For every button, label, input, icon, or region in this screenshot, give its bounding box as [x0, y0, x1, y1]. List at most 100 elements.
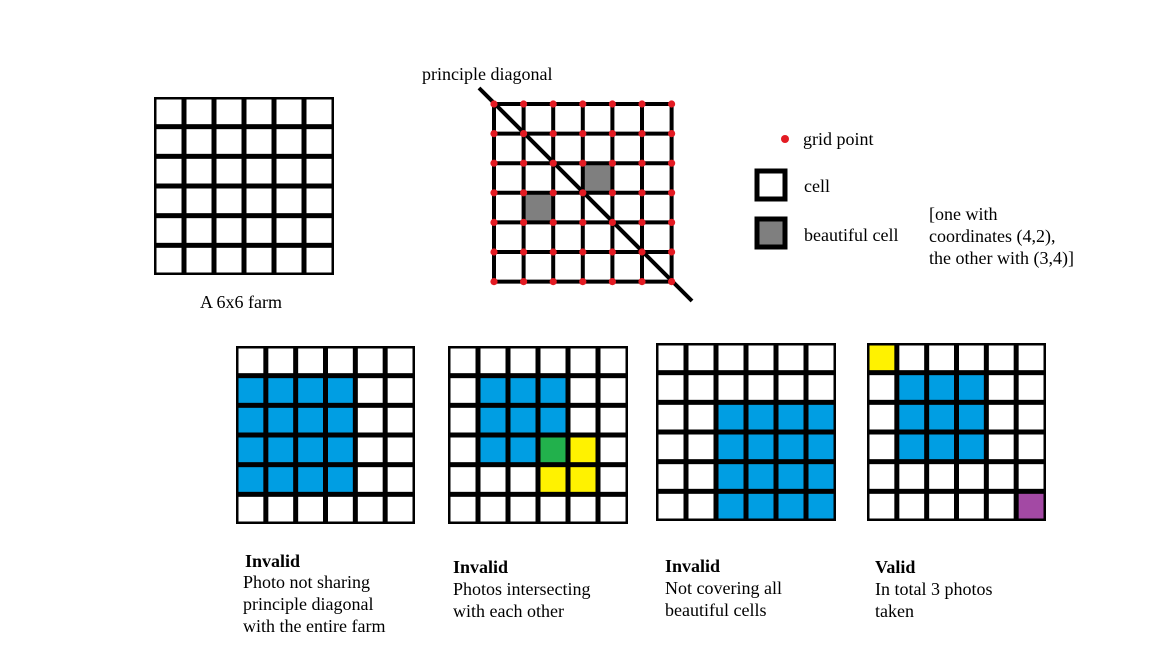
example-3-grid — [656, 343, 836, 521]
example-3-cell — [748, 375, 774, 400]
grid-point — [549, 189, 557, 197]
farm-cell — [216, 99, 242, 125]
legend-grid-point-label: grid point — [803, 129, 874, 149]
grid-point — [608, 189, 617, 197]
example-grids — [236, 343, 1046, 524]
farm-cell — [216, 218, 242, 243]
example-1-frame — [236, 346, 415, 524]
farm-cell — [156, 129, 182, 154]
example-1-cell — [387, 378, 413, 403]
example-3-cell — [718, 375, 744, 400]
grid-point — [579, 159, 587, 167]
example-4-cell — [959, 404, 984, 430]
example-1-desc-line-3: with the entire farm — [243, 616, 386, 636]
example-3-cell — [688, 375, 714, 400]
example-3-cell — [658, 375, 684, 400]
example-4-cell — [929, 345, 954, 371]
farm-cell — [246, 218, 272, 243]
example-2-cell — [480, 496, 506, 522]
grid-point — [549, 159, 557, 167]
grid-point — [520, 189, 528, 197]
farm-cell — [186, 218, 212, 243]
example-3-cell — [748, 493, 774, 519]
example-2-cell — [600, 378, 626, 403]
farm-cell — [186, 188, 212, 214]
example-2-cell — [540, 467, 566, 492]
farm-cell — [306, 129, 332, 154]
example-3-cell — [718, 404, 744, 430]
example-4-cell — [1018, 434, 1044, 460]
example-2-cell — [600, 407, 626, 433]
example-3-cell — [688, 434, 714, 460]
example-4-cell — [929, 493, 954, 519]
example-2-cell — [570, 467, 596, 492]
beautiful-cell — [523, 192, 554, 223]
example-2-cell — [510, 348, 536, 374]
example-3-cell — [658, 464, 684, 489]
farm-cell — [186, 158, 212, 184]
example-2-cell — [510, 407, 536, 433]
farm-cell — [276, 188, 302, 214]
farm-cell — [276, 247, 302, 273]
example-4-grid — [867, 343, 1046, 521]
example-1-cell — [328, 348, 353, 374]
example-4-cell — [988, 375, 1014, 400]
farm-cell — [156, 99, 182, 125]
example-4-cell — [959, 464, 984, 489]
example-1-cell — [357, 348, 383, 374]
example-4-cell — [1018, 493, 1044, 519]
example-2-cell — [600, 496, 626, 522]
example-4-cell — [988, 464, 1014, 489]
example-3-cell — [748, 345, 774, 371]
example-2-cell — [480, 378, 506, 403]
example-4-cell — [869, 493, 895, 519]
example-3-cell — [748, 434, 774, 460]
grid-point — [549, 100, 557, 108]
example-1-cell — [387, 496, 413, 522]
example-1-cell — [238, 437, 264, 463]
example-4-cell — [869, 464, 895, 489]
example-3-cell — [718, 345, 744, 371]
example-1-cell — [387, 348, 413, 374]
legend-cell-icon — [754, 168, 788, 202]
example-1-cell — [387, 467, 413, 492]
legend-cell-label: cell — [804, 176, 830, 196]
farm-cell — [216, 247, 242, 273]
grid-point — [490, 100, 498, 108]
example-4-cell — [929, 434, 954, 460]
grid-point — [638, 218, 646, 226]
example-1-cell — [357, 467, 383, 492]
farm-cell — [216, 188, 242, 214]
farm-cell — [276, 99, 302, 125]
farm-cell — [216, 129, 242, 154]
legend-beautiful-cell-label: beautiful cell — [804, 225, 899, 245]
example-4-cell — [929, 464, 954, 489]
grid-point — [579, 248, 587, 256]
farm-cell — [306, 188, 332, 214]
grid-point — [579, 100, 587, 108]
example-2-cell — [570, 378, 596, 403]
example-2-cell — [600, 467, 626, 492]
example-1-cell — [268, 348, 294, 374]
example-3-cell — [658, 345, 684, 371]
grid-point — [638, 159, 646, 167]
example-1-cell — [328, 437, 353, 463]
example-2-verdict: Invalid — [453, 557, 509, 577]
legend-beautiful-cell-icon — [754, 216, 788, 250]
example-4-cell — [869, 345, 895, 371]
example-4-cell — [959, 434, 984, 460]
example-4-cell — [1018, 404, 1044, 430]
grid-point — [520, 159, 528, 167]
grid-point — [549, 248, 557, 256]
farm-cell — [306, 218, 332, 243]
example-3-cell — [718, 434, 744, 460]
example-4-desc-line-1: In total 3 photos — [875, 579, 993, 599]
example-3-cell — [778, 493, 804, 519]
example-2-cell — [480, 407, 506, 433]
farm-cell — [186, 247, 212, 273]
grid-point — [549, 278, 557, 286]
legend-note-line-3: the other with (3,4)] — [929, 248, 1074, 268]
grid-point — [608, 159, 617, 167]
example-1-cell — [357, 437, 383, 463]
example-2-cell — [540, 407, 566, 433]
